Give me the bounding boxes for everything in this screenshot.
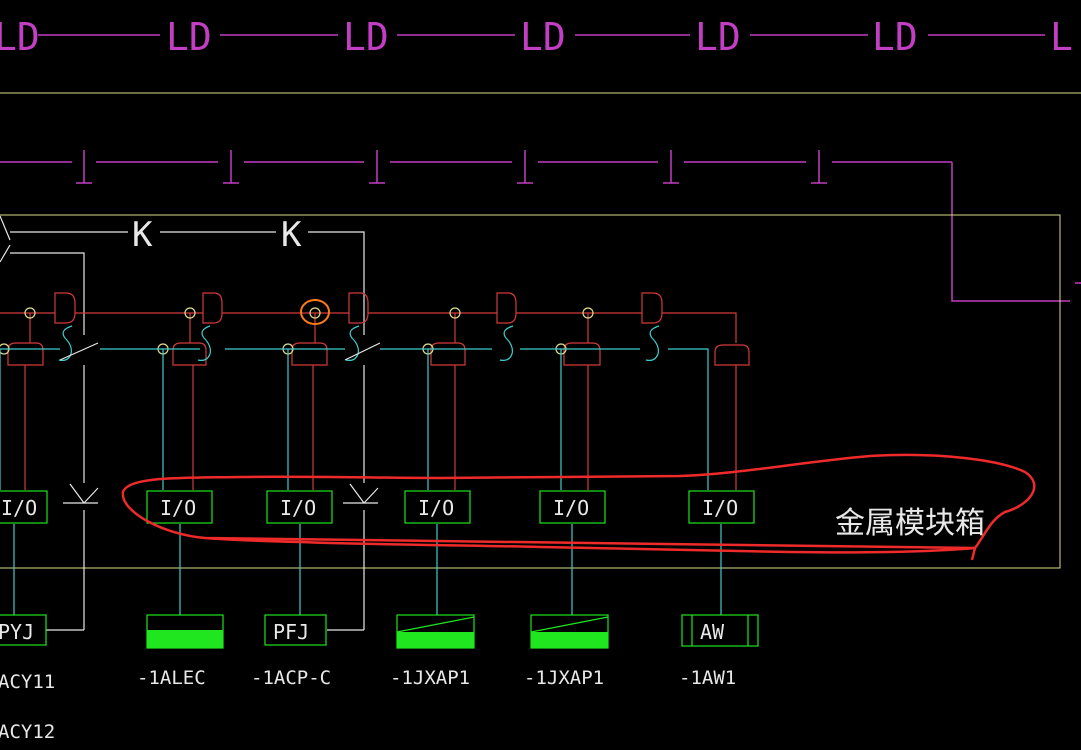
- switch-label: K: [132, 215, 153, 255]
- io-modules: [0, 490, 755, 524]
- device-label: PFJ: [273, 620, 309, 644]
- io-label: I/O: [418, 496, 454, 520]
- io-module: [266, 490, 333, 524]
- io-label: I/O: [1, 496, 37, 520]
- field-devices: [0, 614, 759, 649]
- device-fill: [531, 632, 608, 648]
- ld-label: LD: [343, 15, 389, 59]
- io-label: I/O: [280, 496, 316, 520]
- ld-label: LD: [520, 15, 566, 59]
- annotation-label: 金属模块箱: [835, 506, 985, 541]
- device-fill: [147, 630, 223, 648]
- io-module: [404, 490, 471, 524]
- device-name: -1ALEC: [137, 667, 206, 689]
- device-box: [264, 614, 327, 646]
- switch-label: K: [281, 215, 302, 255]
- device-name: ACY12: [0, 721, 55, 743]
- io-label: I/O: [160, 496, 196, 520]
- ld-label: LD: [872, 15, 918, 59]
- device-label: PYJ: [0, 620, 34, 644]
- io-label: I/O: [702, 496, 738, 520]
- io-module: [688, 490, 755, 524]
- device-label: AW: [700, 620, 725, 644]
- cyan-signal-bus: [0, 325, 722, 615]
- device-name: -1JXAP1: [390, 667, 470, 689]
- k-switch-line: [0, 215, 379, 631]
- io-module: [146, 490, 213, 524]
- device-name: -1AW1: [679, 667, 736, 689]
- device-fill: [397, 632, 474, 648]
- highlight-circle: [300, 299, 330, 325]
- ld-label: LD: [166, 15, 212, 59]
- device-box: [0, 614, 47, 646]
- io-module: [0, 490, 48, 524]
- io-module: [539, 490, 606, 524]
- module-box-outline: [0, 214, 1061, 569]
- red-signal-bus: [0, 292, 750, 490]
- ld-label: LD: [695, 15, 741, 59]
- device-box: [681, 614, 759, 647]
- device-name: ACY11: [0, 671, 55, 693]
- ld-label: L: [1050, 15, 1073, 59]
- io-label: I/O: [553, 496, 589, 520]
- ground-bus: [0, 150, 1081, 302]
- ld-label: LD: [0, 15, 40, 59]
- device-name: -1JXAP1: [524, 667, 604, 689]
- annotation-outline: [121, 453, 1036, 561]
- device-name: -1ACP-C: [251, 667, 331, 689]
